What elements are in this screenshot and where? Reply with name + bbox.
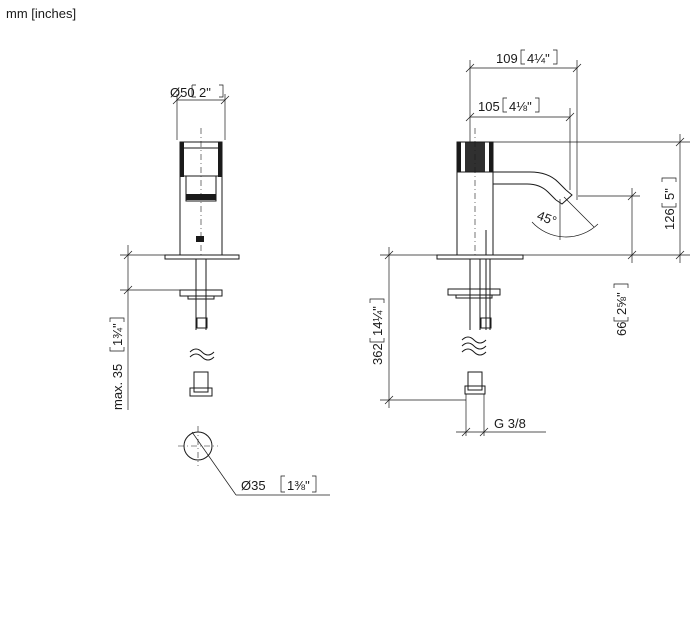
front-max-height-inch-label: 1¾": [110, 323, 125, 346]
front-mounting-hole: Ø35 1⅜": [178, 426, 330, 496]
spout-reach-label: 105: [478, 99, 500, 114]
outlet-height-dimension: 66 2⅝": [578, 188, 640, 336]
outlet-height-inch-label: 2⅝": [614, 292, 629, 315]
units-label: mm [inches]: [6, 6, 77, 21]
front-view: Ø50 2": [109, 84, 330, 496]
side-faucet-body: [456, 128, 494, 256]
front-max-height-dimension: max. 35 1¾": [109, 245, 180, 410]
overall-reach-label: 109: [496, 51, 518, 66]
overall-reach-dimension: 109 4¼": [465, 49, 582, 200]
side-view: 109 4¼" 105 4⅛": [369, 49, 690, 437]
front-max-height-label: max. 35: [110, 364, 125, 410]
connection-thread-dimension: G 3/8: [456, 416, 546, 437]
spout-reach-dimension: 105 4⅛": [465, 97, 575, 190]
spout-angle-dimension: 45°: [531, 196, 599, 240]
hose-length-label: 362: [370, 343, 385, 365]
front-faucet-body: [179, 141, 223, 256]
spout-height-label: 126: [662, 208, 677, 230]
front-shank: [179, 259, 223, 397]
spout-angle-label: 45°: [535, 208, 559, 229]
spout-reach-inch-label: 4⅛": [509, 99, 532, 114]
front-diameter-label: Ø50: [170, 85, 195, 100]
outlet-height-label: 66: [614, 322, 629, 336]
spout-height-inch-label: 5": [662, 188, 677, 200]
side-base-plate: [436, 254, 524, 260]
hole-diameter-label: Ø35: [241, 478, 266, 493]
overall-reach-inch-label: 4¼": [527, 51, 550, 66]
hole-diameter-inch-label: 1⅜": [287, 478, 310, 493]
hose-length-inch-label: 14¼": [370, 306, 385, 336]
side-shank: [447, 259, 501, 436]
hose-length-dimension: 362 14¼": [369, 247, 466, 408]
front-diameter-inch-label: 2": [199, 85, 211, 100]
front-diameter-dimension: Ø50 2": [170, 84, 230, 140]
spout-height-dimension: 126 5": [493, 134, 690, 263]
connection-thread-label: G 3/8: [494, 416, 526, 431]
spout: [493, 171, 573, 205]
front-base-plate: [164, 254, 240, 260]
